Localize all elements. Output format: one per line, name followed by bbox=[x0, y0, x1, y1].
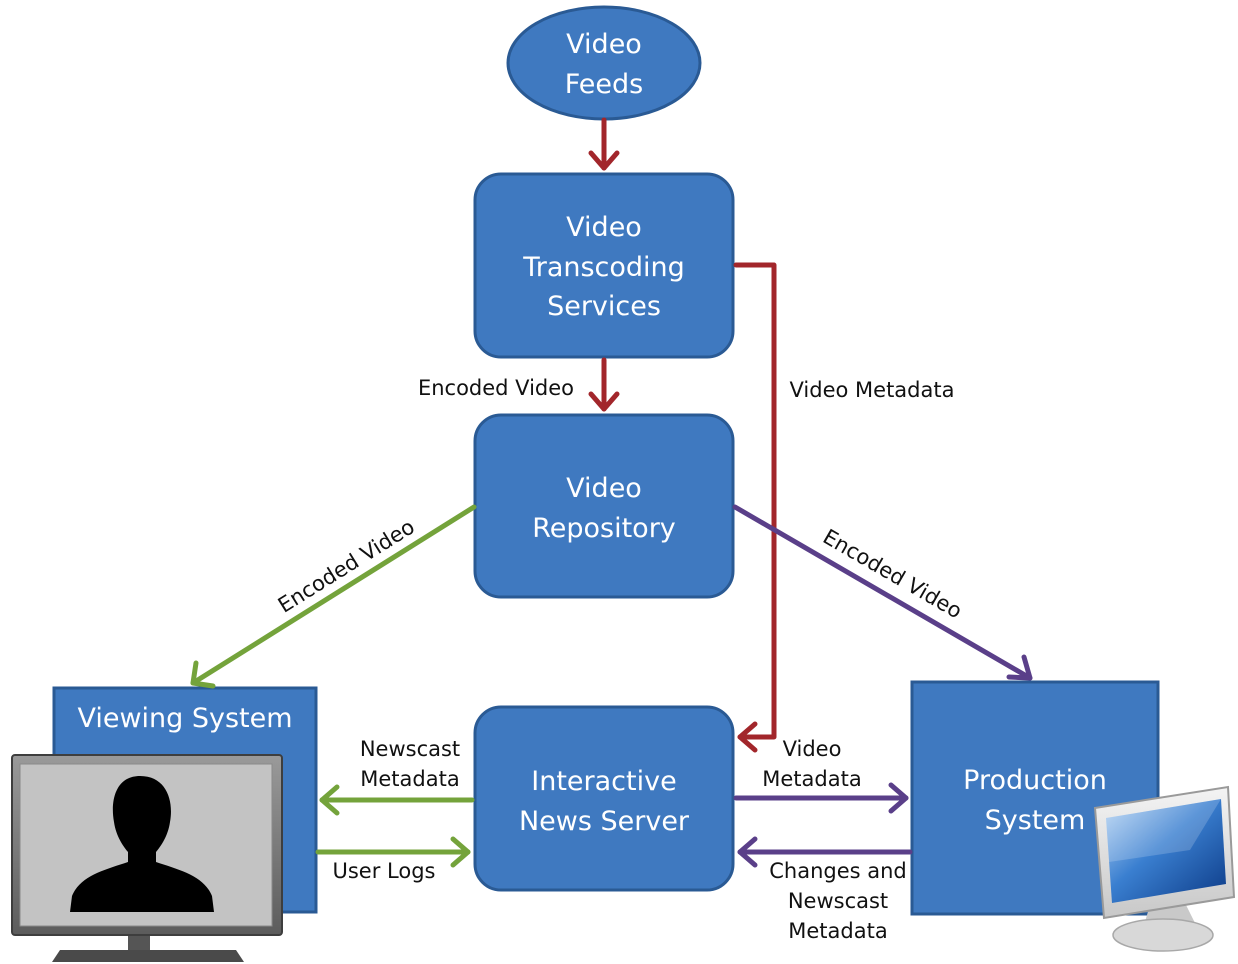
production-line-1: Production bbox=[963, 765, 1107, 796]
video-feeds-line-2: Feeds bbox=[565, 69, 643, 100]
monitor-with-person-silhouette-icon bbox=[11, 754, 283, 962]
node-video-feeds: Video Feeds bbox=[506, 5, 702, 121]
node-video-repository: Video Repository bbox=[473, 413, 735, 599]
arrow-transcoding-to-repository bbox=[588, 357, 620, 412]
news-server-line-2: News Server bbox=[519, 806, 690, 837]
node-video-transcoding-services: Video Transcoding Services bbox=[473, 172, 735, 359]
label-production-to-server-line-2: Newscast bbox=[788, 889, 888, 913]
repository-line-1: Video bbox=[566, 473, 642, 504]
repository-line-2: Repository bbox=[532, 513, 676, 544]
arrow-repository-to-viewing bbox=[190, 504, 477, 689]
label-repo-to-production: Encoded Video bbox=[819, 525, 966, 624]
label-server-to-viewing-line-2: Metadata bbox=[360, 767, 459, 791]
arrow-transcoding-to-news-server bbox=[733, 262, 777, 753]
arrow-news-server-to-viewing bbox=[319, 784, 475, 816]
arrow-production-to-news-server bbox=[737, 836, 913, 868]
person-silhouette-icon bbox=[70, 776, 214, 912]
label-transcode-to-server: Video Metadata bbox=[790, 378, 955, 402]
label-server-to-viewing-line-1: Newscast bbox=[360, 737, 460, 761]
label-production-to-server-line-3: Metadata bbox=[788, 919, 887, 943]
arrow-repository-to-production bbox=[732, 504, 1033, 681]
transcoding-line-3: Services bbox=[547, 291, 661, 322]
label-production-to-server-line-1: Changes and bbox=[769, 859, 907, 883]
label-viewing-to-server: User Logs bbox=[333, 859, 436, 883]
video-feeds-line-1: Video bbox=[566, 29, 642, 60]
arrow-feeds-to-transcoding bbox=[588, 117, 620, 171]
viewing-system-label: Viewing System bbox=[77, 703, 292, 734]
label-transcode-to-repo: Encoded Video bbox=[418, 376, 574, 400]
arrow-news-server-to-production bbox=[733, 782, 909, 814]
label-server-to-production-line-2: Metadata bbox=[762, 767, 861, 791]
label-repo-to-viewing: Encoded Video bbox=[274, 515, 419, 618]
arrow-viewing-to-news-server bbox=[315, 836, 471, 868]
desktop-monitor-icon bbox=[1093, 785, 1236, 952]
node-production-system: Production System bbox=[910, 680, 1160, 916]
transcoding-line-1: Video bbox=[566, 212, 642, 243]
production-line-2: System bbox=[985, 805, 1086, 836]
label-server-to-production-line-1: Video bbox=[783, 737, 842, 761]
news-server-line-1: Interactive bbox=[531, 766, 676, 797]
node-interactive-news-server: Interactive News Server bbox=[473, 705, 735, 892]
transcoding-line-2: Transcoding bbox=[522, 252, 685, 283]
